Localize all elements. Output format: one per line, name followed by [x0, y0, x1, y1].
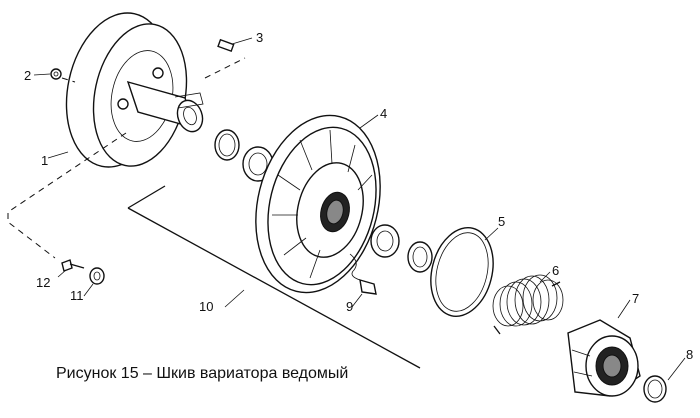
- callout-11: 11: [70, 288, 84, 303]
- figure-caption: Рисунок 15 – Шкив вариатора ведомый: [56, 365, 349, 382]
- ring-part-5: [430, 227, 494, 317]
- bushings: [214, 129, 433, 273]
- callout-5: 5: [498, 214, 505, 229]
- nut-part-2: [50, 68, 62, 80]
- bushing-part-11: [89, 267, 105, 285]
- callout-6: 6: [552, 263, 559, 278]
- callout-10: 10: [199, 299, 213, 314]
- assembly-lines: [7, 57, 421, 369]
- cam-part-7: [567, 319, 641, 397]
- callout-12: 12: [36, 275, 50, 290]
- fixed-disc-part-1: [65, 12, 204, 168]
- callout-4: 4: [380, 106, 387, 121]
- leader-lines: [33, 37, 686, 381]
- key-part-3: [217, 38, 235, 53]
- bolt-part-12: [61, 259, 85, 272]
- callout-8: 8: [686, 347, 693, 362]
- circlip-part-8: [643, 375, 667, 403]
- spring-part-6: [492, 274, 564, 335]
- callout-9: 9: [346, 299, 353, 314]
- callout-2: 2: [24, 68, 31, 83]
- callout-1: 1: [41, 153, 48, 168]
- callout-7: 7: [632, 291, 639, 306]
- callout-3: 3: [256, 30, 263, 45]
- pin-part-9: [349, 253, 377, 295]
- movable-disc-part-4: [255, 114, 381, 294]
